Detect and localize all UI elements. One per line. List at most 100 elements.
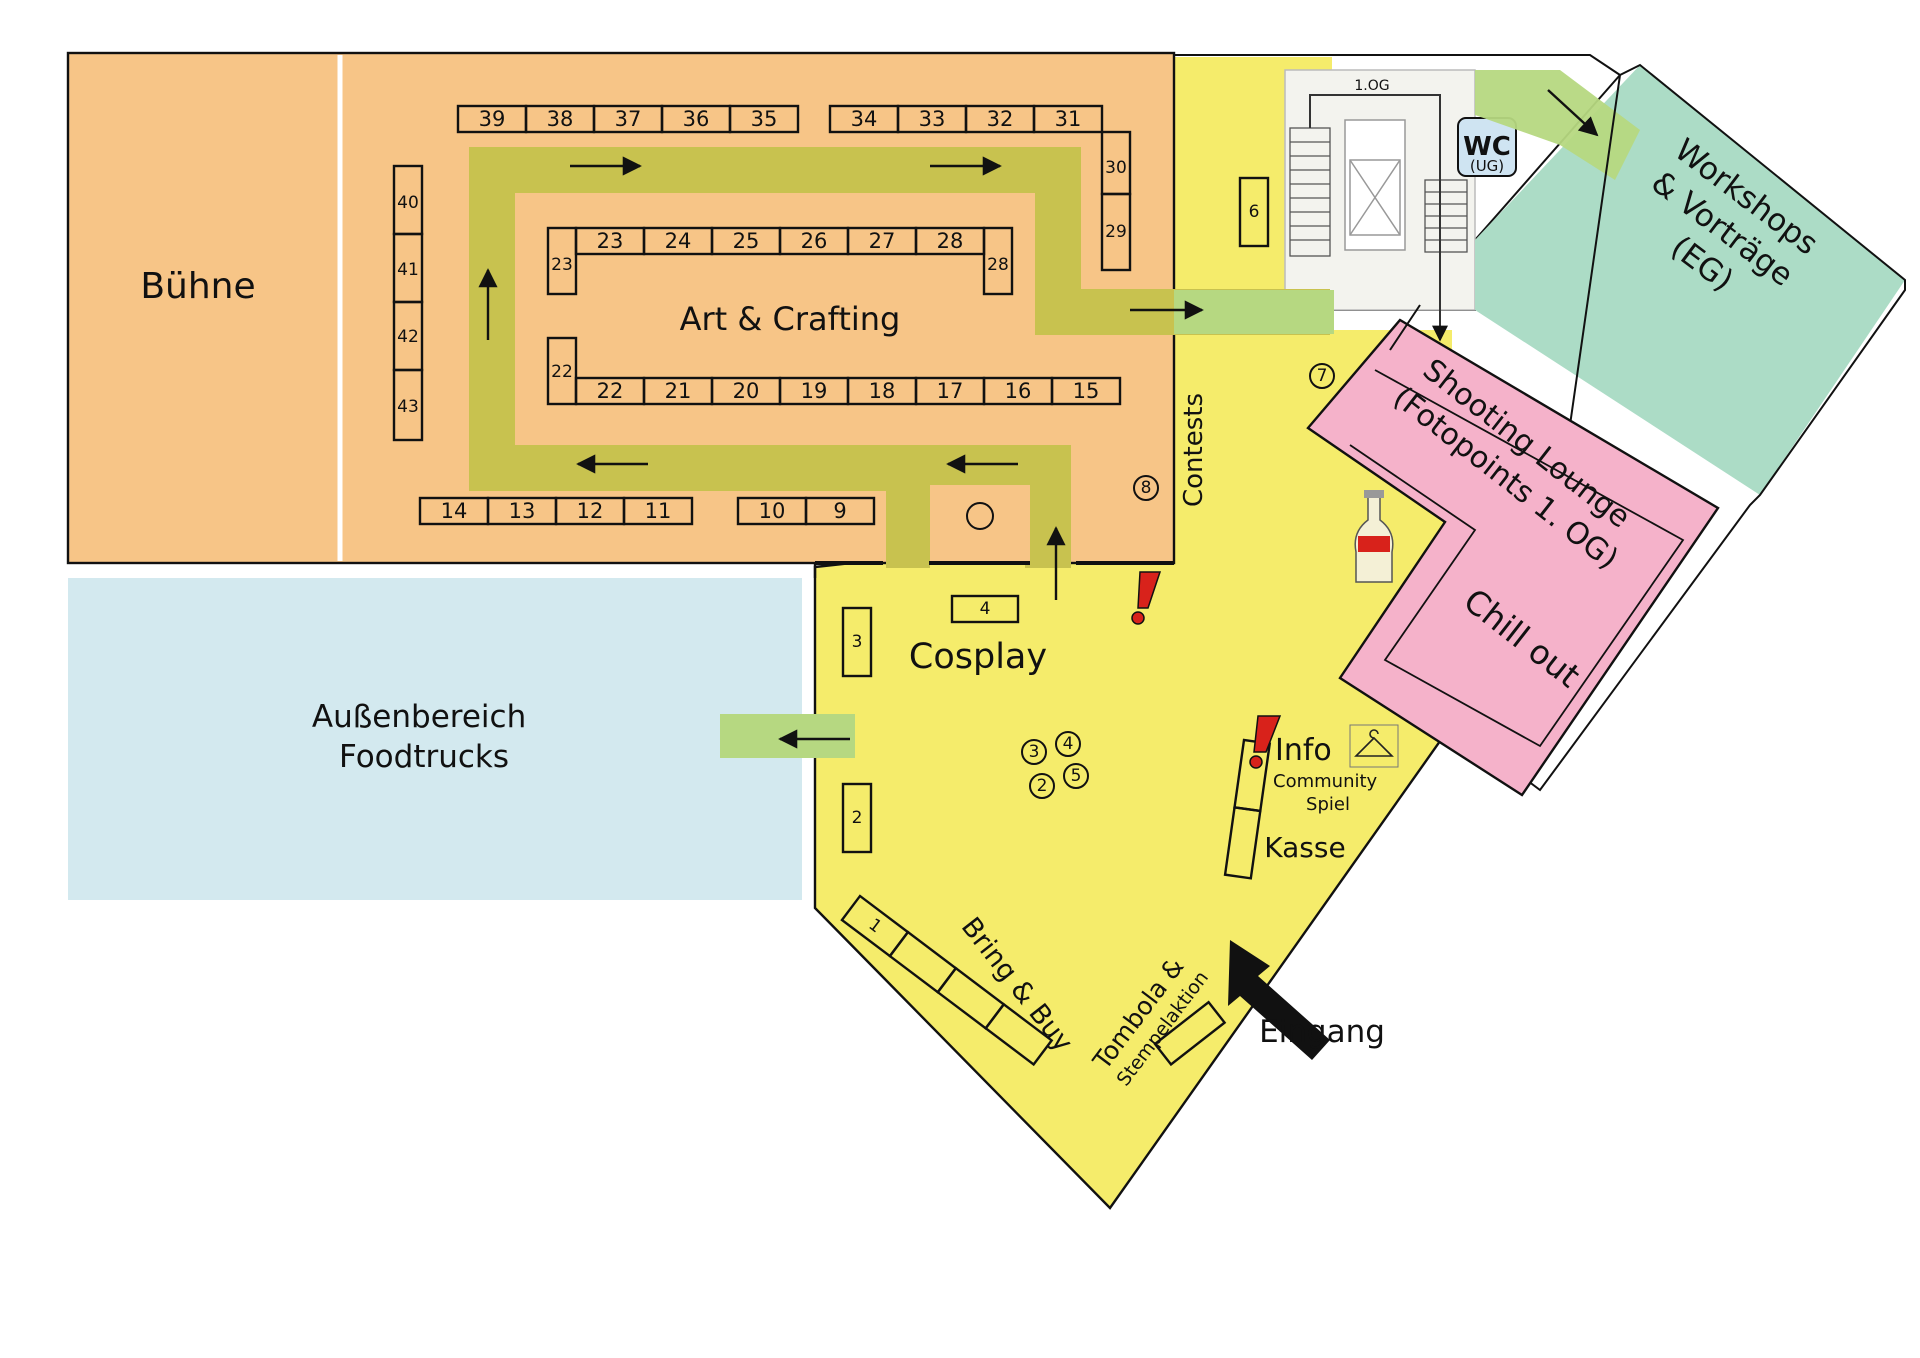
booth-number: 35 xyxy=(751,107,778,131)
booth-number: 40 xyxy=(397,193,419,213)
workshops-area xyxy=(1475,65,1905,495)
cosplay-label: Cosplay xyxy=(909,637,1047,677)
booth-number: 9 xyxy=(833,499,846,523)
booth-box xyxy=(622,496,694,526)
marker-7: 7 xyxy=(1309,363,1335,389)
booth-number: 22 xyxy=(597,379,624,403)
booth-box xyxy=(546,226,578,296)
tombola-table xyxy=(1153,1000,1227,1067)
booth-box xyxy=(1050,376,1122,406)
floor-label: 1.OG xyxy=(1354,78,1389,94)
booth-row-top-left: 39 38 37 36 35 xyxy=(456,104,800,134)
exclamation-icon xyxy=(1131,571,1162,625)
booth-number: 37 xyxy=(615,107,642,131)
booth-4 xyxy=(950,594,1020,624)
booth-number: 17 xyxy=(937,379,964,403)
booth-number: 18 xyxy=(869,379,896,403)
booth-2 xyxy=(841,782,873,854)
booth-number: 21 xyxy=(665,379,692,403)
arrow-icon xyxy=(1547,89,1599,137)
shooting-lounge-inner xyxy=(1349,369,1685,748)
booth-number: 16 xyxy=(1005,379,1032,403)
booth-row-inner-lower: 22 22 21 20 19 18 17 16 15 xyxy=(546,336,1122,406)
booth-box xyxy=(1223,805,1262,880)
workshops-path xyxy=(1475,70,1640,180)
art-crafting-label: Art & Crafting xyxy=(680,300,901,338)
community-label: Community Spiel xyxy=(1273,771,1383,815)
kasse-label: Kasse xyxy=(1264,831,1345,864)
booth-number: 22 xyxy=(551,362,573,382)
booth-number: 26 xyxy=(801,229,828,253)
booth-6 xyxy=(1238,176,1270,248)
contests-label: Contests xyxy=(1179,393,1209,507)
outside-area xyxy=(68,578,802,900)
marker-3: 3 xyxy=(1021,739,1047,765)
booth-box xyxy=(728,104,800,134)
booth-number: 12 xyxy=(577,499,604,523)
booth-number: 34 xyxy=(851,107,878,131)
booth-number: 4 xyxy=(1063,734,1074,754)
booth-number: 27 xyxy=(869,229,896,253)
booth-number: 28 xyxy=(937,229,964,253)
elevator-icon xyxy=(1344,119,1406,251)
coat-hanger-icon xyxy=(1349,724,1399,768)
booth-number: 25 xyxy=(733,229,760,253)
outside-label: Außenbereich Foodtrucks xyxy=(312,699,536,775)
booth-number: 3 xyxy=(852,632,863,652)
booth-box xyxy=(984,1002,1054,1067)
cosplay-exit-path xyxy=(720,714,855,758)
booth-row-bottom: 14 13 12 11 10 9 xyxy=(418,496,876,526)
booth-number: 13 xyxy=(509,499,536,523)
booth-number: 41 xyxy=(397,260,419,280)
booth-number: 39 xyxy=(479,107,506,131)
booth-number: 3 xyxy=(1029,742,1040,762)
booth-number: 42 xyxy=(397,327,419,347)
shooting-lounge-area xyxy=(1306,318,1720,797)
booth-3 xyxy=(841,606,873,678)
booth-number: 32 xyxy=(987,107,1014,131)
booth-number: 11 xyxy=(645,499,672,523)
wc-label: WC xyxy=(1463,132,1511,162)
booth-number: 33 xyxy=(919,107,946,131)
booth-number: 31 xyxy=(1055,107,1082,131)
booth-number: 23 xyxy=(551,255,573,275)
booth-number: 30 xyxy=(1105,158,1127,178)
booth-number: 7 xyxy=(1317,366,1328,386)
booth-number: 36 xyxy=(683,107,710,131)
booth-number: 15 xyxy=(1073,379,1100,403)
booth-number: 2 xyxy=(852,808,863,828)
stage-label: Bühne xyxy=(140,266,255,307)
elevator-cross xyxy=(1349,159,1401,236)
booth-number: 38 xyxy=(547,107,574,131)
booth-number: 43 xyxy=(397,397,419,417)
entrance-label: Eingang xyxy=(1259,1014,1385,1050)
wc-sub-label: (UG) xyxy=(1470,157,1504,175)
booth-number: 29 xyxy=(1105,222,1127,242)
booth-number: 23 xyxy=(597,229,624,253)
floor-route xyxy=(1309,94,1448,342)
booth-number: 2 xyxy=(1037,776,1048,796)
booth-box xyxy=(1032,104,1104,134)
marker-8: 8 xyxy=(1133,475,1159,501)
booth-number: 19 xyxy=(801,379,828,403)
marker-2: 2 xyxy=(1029,773,1055,799)
booth-column-left: 40 41 42 43 xyxy=(392,164,424,442)
booth-box xyxy=(546,336,578,406)
booth-row-top-right: 34 33 32 31 30 29 xyxy=(828,104,1132,272)
cola-bottle-icon xyxy=(1354,490,1394,583)
booth-number: 24 xyxy=(665,229,692,253)
booth-number: 28 xyxy=(987,255,1009,275)
exclamation-icon xyxy=(1249,715,1282,769)
booth-number: 5 xyxy=(1071,766,1082,786)
booth-row-inner-upper: 23 23 24 25 26 27 28 28 xyxy=(546,226,1014,296)
booth-number: 20 xyxy=(733,379,760,403)
booth-number: 8 xyxy=(1141,478,1152,498)
center-table xyxy=(930,485,1030,565)
booth-box xyxy=(1100,192,1132,272)
booth-box xyxy=(392,368,424,442)
marker-4: 4 xyxy=(1055,731,1081,757)
booth-box xyxy=(804,496,876,526)
booth-number: 10 xyxy=(759,499,786,523)
entrance-arrow-icon xyxy=(1228,940,1330,1060)
